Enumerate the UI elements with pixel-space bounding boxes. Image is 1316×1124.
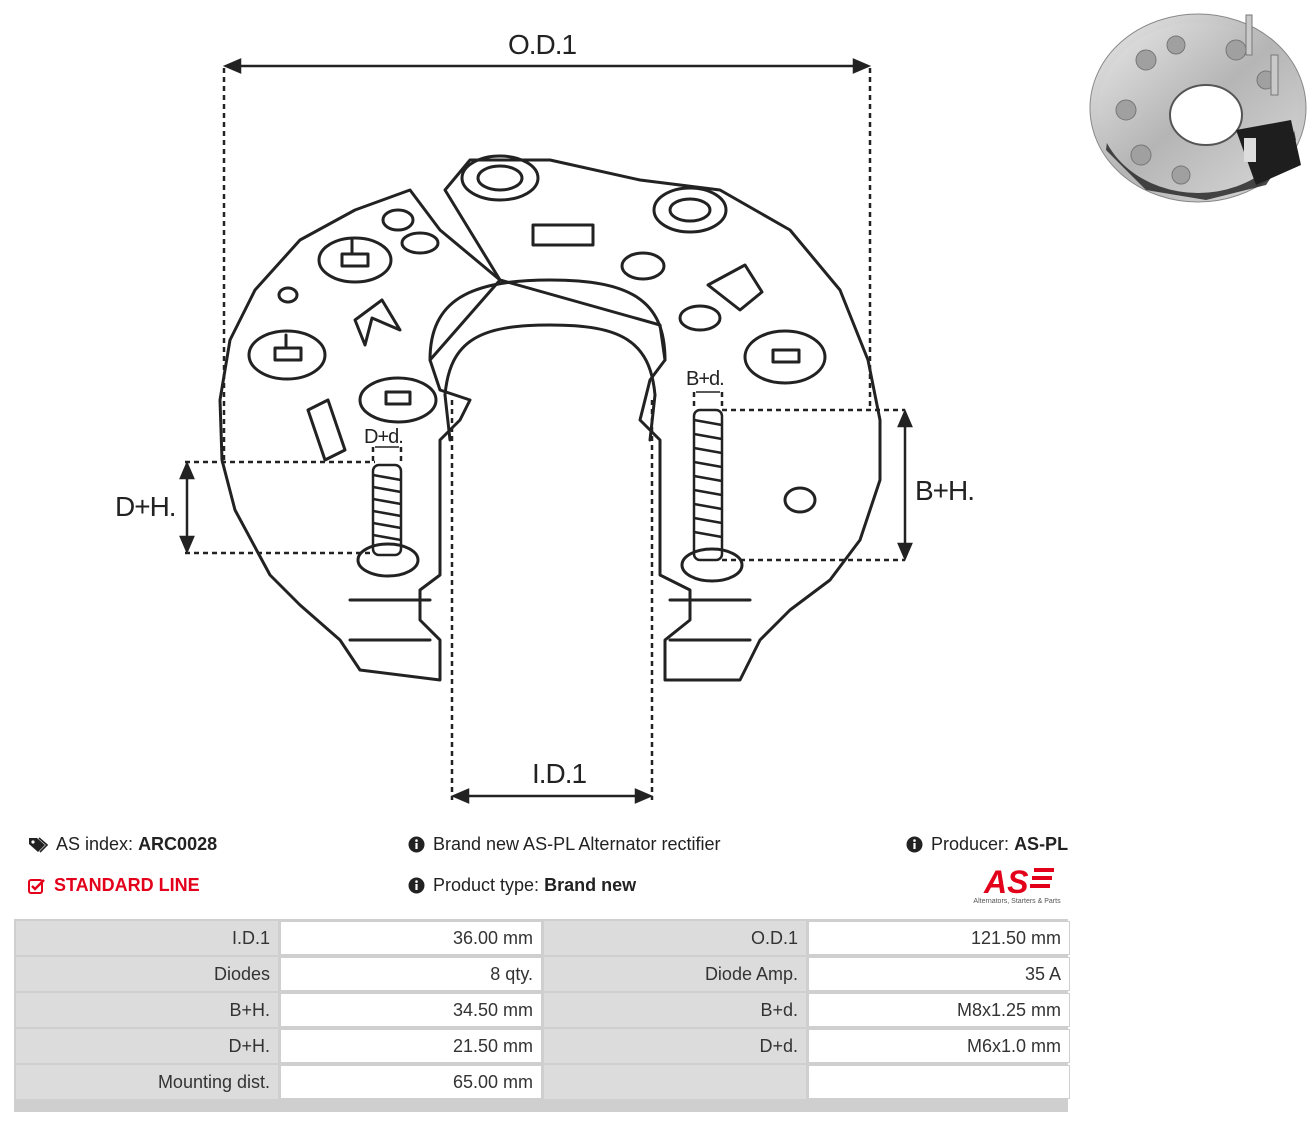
checkbox-icon: [28, 878, 45, 894]
spec-value: 121.50 mm: [808, 921, 1070, 955]
spec-label: B+H.: [16, 993, 278, 1027]
spec-value: 36.00 mm: [280, 921, 542, 955]
spec-label: B+d.: [544, 993, 806, 1027]
as-index-label: AS index:: [56, 834, 134, 854]
tags-icon: [29, 836, 48, 853]
spec-value: M6x1.0 mm: [808, 1029, 1070, 1063]
producer-value: AS-PL: [1014, 834, 1069, 854]
rectifier-outline: [218, 154, 882, 682]
dimension-arrows: [179, 58, 913, 804]
producer-label: Producer:: [931, 834, 1010, 854]
spec-label: [544, 1065, 806, 1099]
spec-value: [808, 1065, 1070, 1099]
spec-value: 8 qty.: [280, 957, 542, 991]
technical-drawing: O.D.1 I.D.1 D+H. B+H. D+d. B+d.: [115, 29, 975, 804]
spec-value: 35 A: [808, 957, 1070, 991]
spec-value: M8x1.25 mm: [808, 993, 1070, 1027]
as-index: AS index: ARC0028: [28, 834, 217, 855]
as-pl-logo: AS Alternators, Starters & Parts: [962, 862, 1072, 908]
spec-label: Mounting dist.: [16, 1065, 278, 1099]
screws: [371, 408, 724, 562]
spec-label: Diode Amp.: [544, 957, 806, 991]
as-index-value: ARC0028: [138, 834, 218, 854]
bh-label: B+H.: [915, 475, 974, 506]
spec-label: Diodes: [16, 957, 278, 991]
dd-label: D+d.: [364, 426, 403, 448]
dimension-guides: [185, 68, 905, 800]
as-logo-mark: AS: [983, 864, 1054, 900]
info-icon: [906, 836, 923, 853]
description: Brand new AS-PL Alternator rectifier: [408, 834, 720, 855]
product-photo: [1089, 13, 1307, 203]
producer: Producer: AS-PL: [906, 834, 1068, 855]
od-label: O.D.1: [508, 29, 577, 60]
standard-line-text: STANDARD LINE: [54, 875, 200, 895]
info-icon: [408, 877, 425, 894]
id-label: I.D.1: [532, 758, 587, 789]
spec-label: O.D.1: [544, 921, 806, 955]
spec-value: 65.00 mm: [280, 1065, 542, 1099]
spec-label: D+d.: [544, 1029, 806, 1063]
bd-label: B+d.: [686, 368, 724, 390]
spec-row: Mounting dist.65.00 mm: [16, 1065, 1070, 1099]
spec-value: 34.50 mm: [280, 993, 542, 1027]
svg-text:AS: AS: [983, 864, 1029, 898]
spec-label: I.D.1: [16, 921, 278, 955]
dh-label: D+H.: [115, 491, 176, 522]
product-type-value: Brand new: [544, 875, 637, 895]
product-type: Product type: Brand new: [408, 875, 636, 896]
product-type-label: Product type:: [433, 875, 540, 895]
spec-value: 21.50 mm: [280, 1029, 542, 1063]
spec-label: D+H.: [16, 1029, 278, 1063]
info-icon: [408, 836, 425, 853]
logo-subtitle: Alternators, Starters & Parts: [973, 898, 1061, 905]
description-text: Brand new AS-PL Alternator rectifier: [433, 834, 721, 854]
standard-line: STANDARD LINE: [28, 875, 200, 896]
